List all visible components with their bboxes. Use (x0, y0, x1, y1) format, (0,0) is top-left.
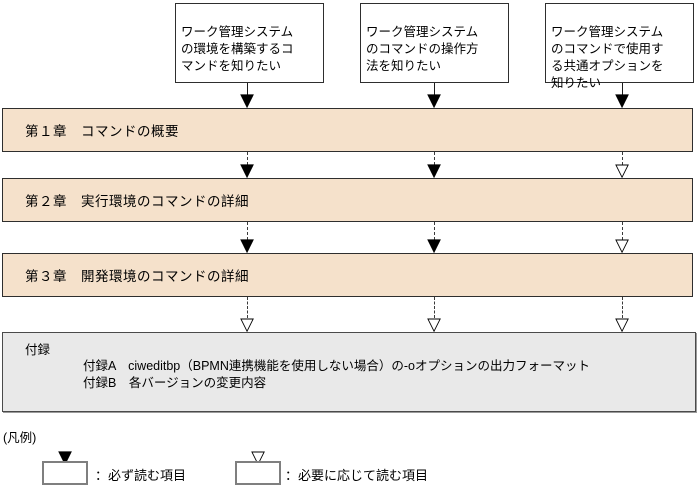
question-box-text: ワーク管理システム の環境を構築するコ マンドを知りたい (181, 25, 294, 73)
connector-line (434, 222, 435, 240)
question-box-text: ワーク管理システム のコマンドの操作方 法を知りたい (366, 25, 479, 73)
connector-line (622, 152, 623, 165)
appendix-box: 付録 付録A ciweditbp（BPMN連携機能を使用しない場合）の-oオプシ… (2, 332, 696, 412)
appendix-item-a: 付録A ciweditbp（BPMN連携機能を使用しない場合）の-oオプションの… (83, 359, 590, 373)
chapter3-label: 第３章 開発環境のコマンドの詳細 (25, 269, 249, 284)
must-read-arrow-icon: ▼ (427, 160, 441, 181)
optional-arrow-icon: ▽ (615, 314, 629, 335)
chapter1-label: 第１章 コマンドの概要 (25, 124, 179, 139)
legend-label-must-read: ：必ず読む項目 (95, 468, 187, 483)
connector-line (434, 297, 435, 318)
optional-arrow-icon: ▽ (615, 235, 629, 256)
must-read-arrow-icon: ▼ (240, 90, 254, 111)
chapter3-bar: 第３章 開発環境のコマンドの詳細 (2, 253, 693, 297)
question-box-operation: ワーク管理システム のコマンドの操作方 法を知りたい (360, 3, 509, 83)
legend-title: (凡例) (3, 431, 37, 445)
legend-label-optional: ：必要に応じて読む項目 (285, 468, 429, 483)
connector-line (247, 152, 248, 165)
must-read-arrow-icon: ▼ (240, 235, 254, 256)
connector-line (247, 83, 248, 95)
optional-arrow-icon: ▽ (615, 160, 629, 181)
must-read-arrow-icon: ▼ (615, 90, 629, 111)
connector-line (247, 222, 248, 240)
connector-line (622, 83, 623, 95)
must-read-arrow-icon: ▼ (427, 235, 441, 256)
legend-sample-box-must-read (42, 461, 88, 485)
legend-sample-box-optional (235, 461, 281, 485)
chapter2-bar: 第２章 実行環境のコマンドの詳細 (2, 178, 693, 222)
must-read-arrow-icon: ▼ (240, 160, 254, 181)
appendix-title: 付録 (25, 343, 51, 357)
question-box-build-env: ワーク管理システム の環境を構築するコ マンドを知りたい (175, 3, 324, 83)
must-read-arrow-icon: ▼ (427, 90, 441, 111)
connector-line (622, 222, 623, 240)
appendix-item-b: 付録B 各バージョンの変更内容 (83, 376, 267, 390)
connector-line (434, 83, 435, 95)
question-box-common-options: ワーク管理システム のコマンドで使用す る共通オプションを 知りたい (545, 3, 694, 90)
connector-line (247, 297, 248, 318)
connector-line (434, 152, 435, 165)
question-box-text: ワーク管理システム のコマンドで使用す る共通オプションを 知りたい (551, 25, 664, 90)
optional-arrow-icon: ▽ (427, 314, 441, 335)
chapter2-label: 第２章 実行環境のコマンドの詳細 (25, 194, 249, 209)
connector-line (622, 297, 623, 318)
optional-arrow-icon: ▽ (240, 314, 254, 335)
chapter1-bar: 第１章 コマンドの概要 (2, 108, 693, 152)
